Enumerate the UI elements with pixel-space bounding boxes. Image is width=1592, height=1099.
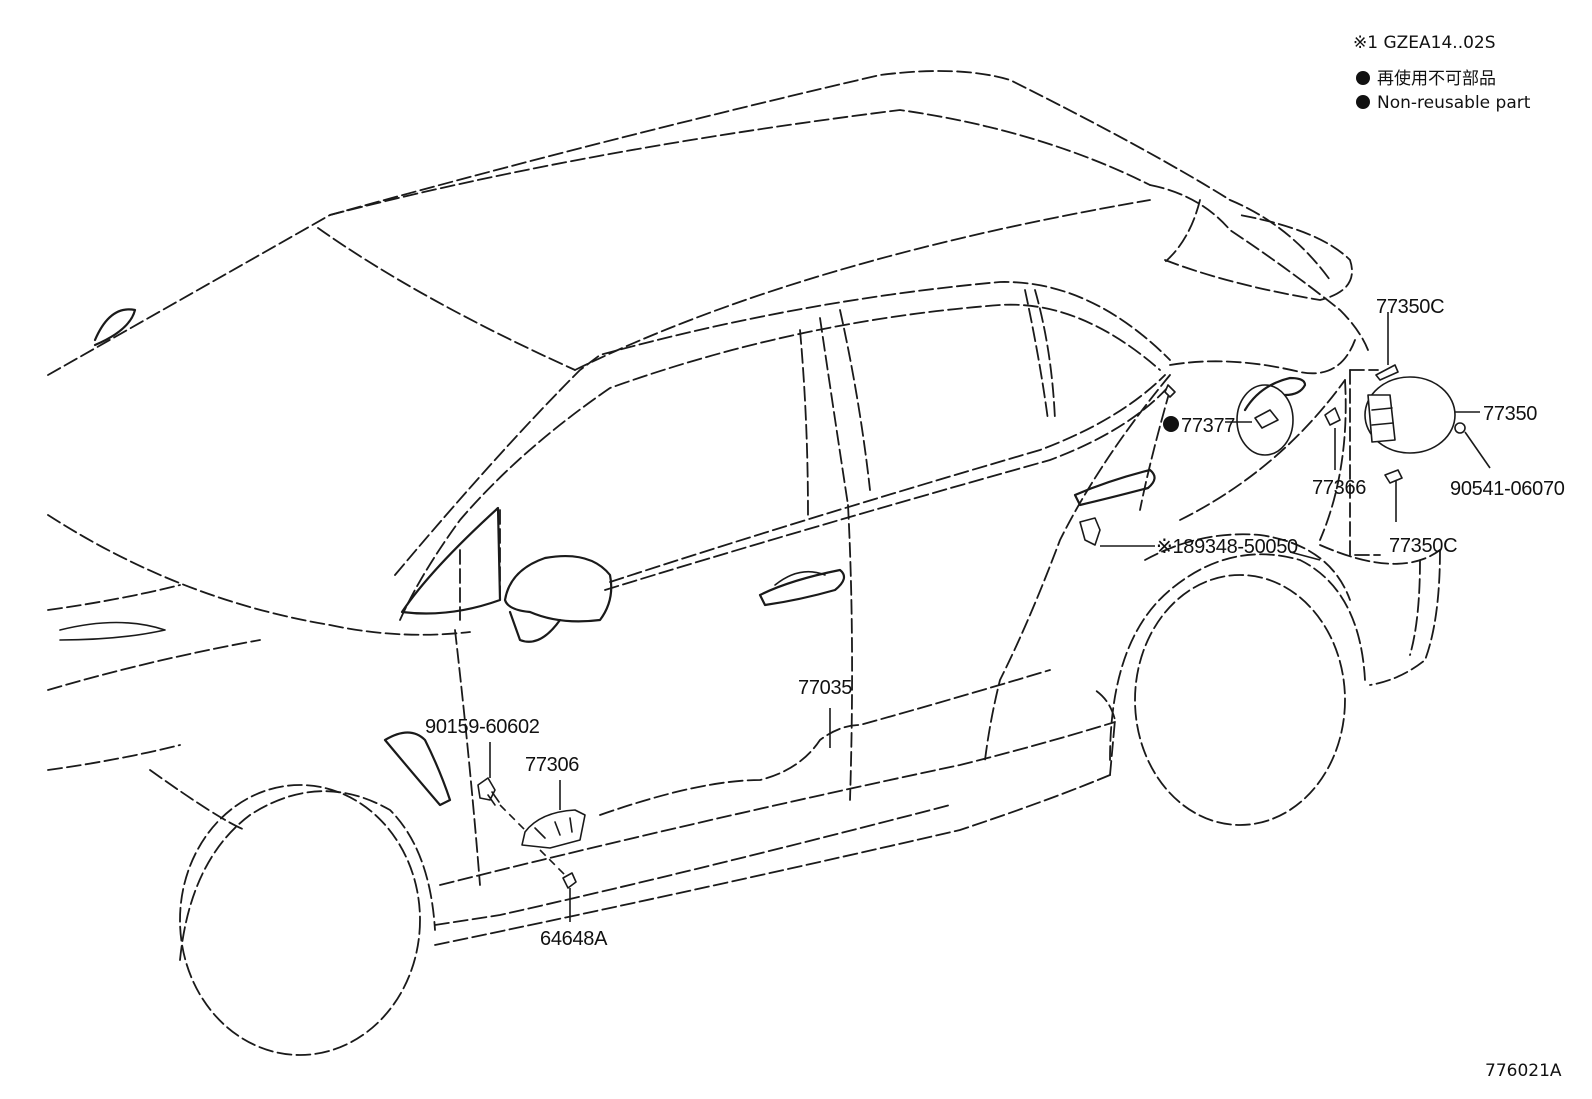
- legend-item-jp: 再使用不可部品: [1377, 68, 1496, 89]
- fastener-77350c-top: [1375, 312, 1399, 381]
- legend-bullet-icon: [1356, 71, 1370, 85]
- label-90541-06070: 90541-06070: [1450, 478, 1565, 500]
- fuel-door-assembly: [1349, 369, 1456, 556]
- label-77306: 77306: [525, 754, 579, 776]
- legend: ※1 GZEA14..02S 再使用不可部品 Non-reusable part: [1353, 33, 1531, 113]
- label-77377: 77377: [1181, 415, 1235, 437]
- non-reusable-marker-icon: [1163, 416, 1179, 432]
- label-77366: 77366: [1312, 477, 1366, 499]
- legend-item-en: Non-reusable part: [1377, 93, 1531, 113]
- legend-bullet-icon: [1356, 95, 1370, 109]
- applicability-note: ※1 GZEA14..02S: [1353, 33, 1496, 53]
- label-77350: 77350: [1483, 403, 1537, 425]
- label-77350c-bottom: 77350C: [1389, 535, 1457, 557]
- bracket-77306: [521, 780, 586, 849]
- label-90159-60602: 90159-60602: [425, 716, 540, 738]
- car-body-outline: [47, 70, 1441, 1056]
- label-77350c-top: 77350C: [1376, 296, 1444, 318]
- label-89348-50050: ※189348-50050: [1156, 536, 1298, 558]
- label-77035: 77035: [798, 677, 852, 699]
- label-64648a: 64648A: [540, 928, 608, 950]
- nut-90541: [1454, 422, 1491, 469]
- diagram-id: 776021A: [1485, 1061, 1562, 1081]
- fastener-77350c-bottom: [1384, 469, 1403, 522]
- screw-90159: [477, 742, 500, 806]
- part-labels: 77350C 77350 77377 77366 90541-06070 773…: [425, 296, 1565, 950]
- clip-64648a: [562, 872, 577, 922]
- fuel-filler-opening: [1079, 376, 1341, 546]
